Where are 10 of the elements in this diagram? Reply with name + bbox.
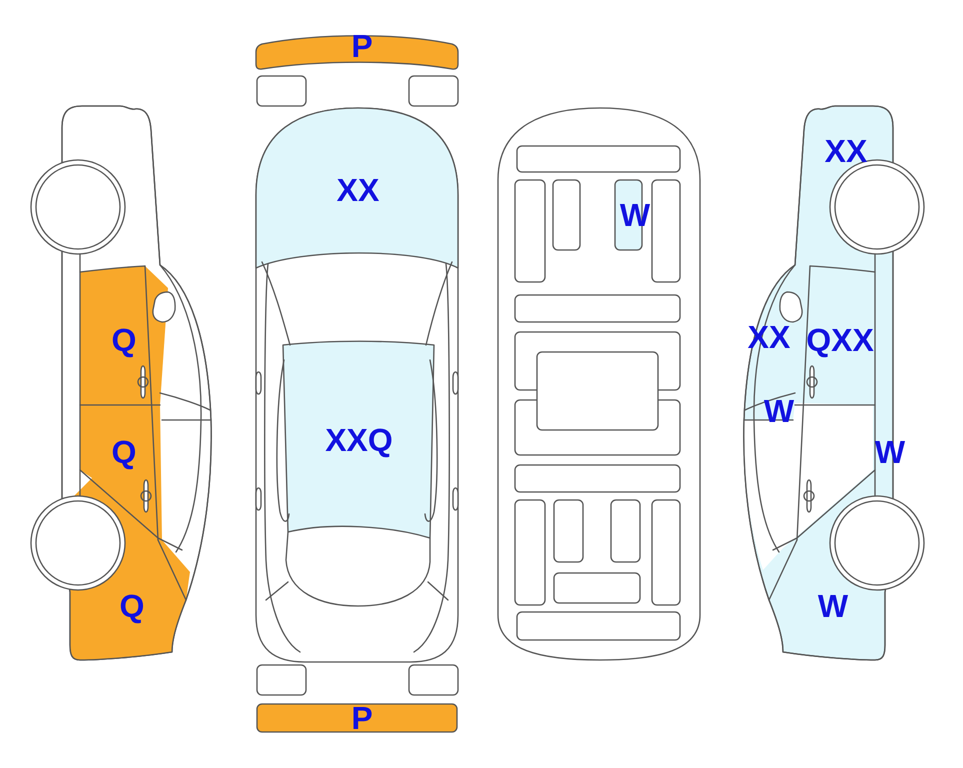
damage-code: Q [112,324,136,356]
damage-code: XX [824,135,868,167]
damage-code: P [351,702,373,734]
damage-code: XX [336,174,380,206]
damage-code: W [818,590,848,622]
damage-code: XXQ [325,424,393,456]
damage-code: Q [120,590,144,622]
damage-code: Q [112,436,136,468]
damage-code: QXX [806,324,874,356]
damage-code: P [351,30,373,62]
